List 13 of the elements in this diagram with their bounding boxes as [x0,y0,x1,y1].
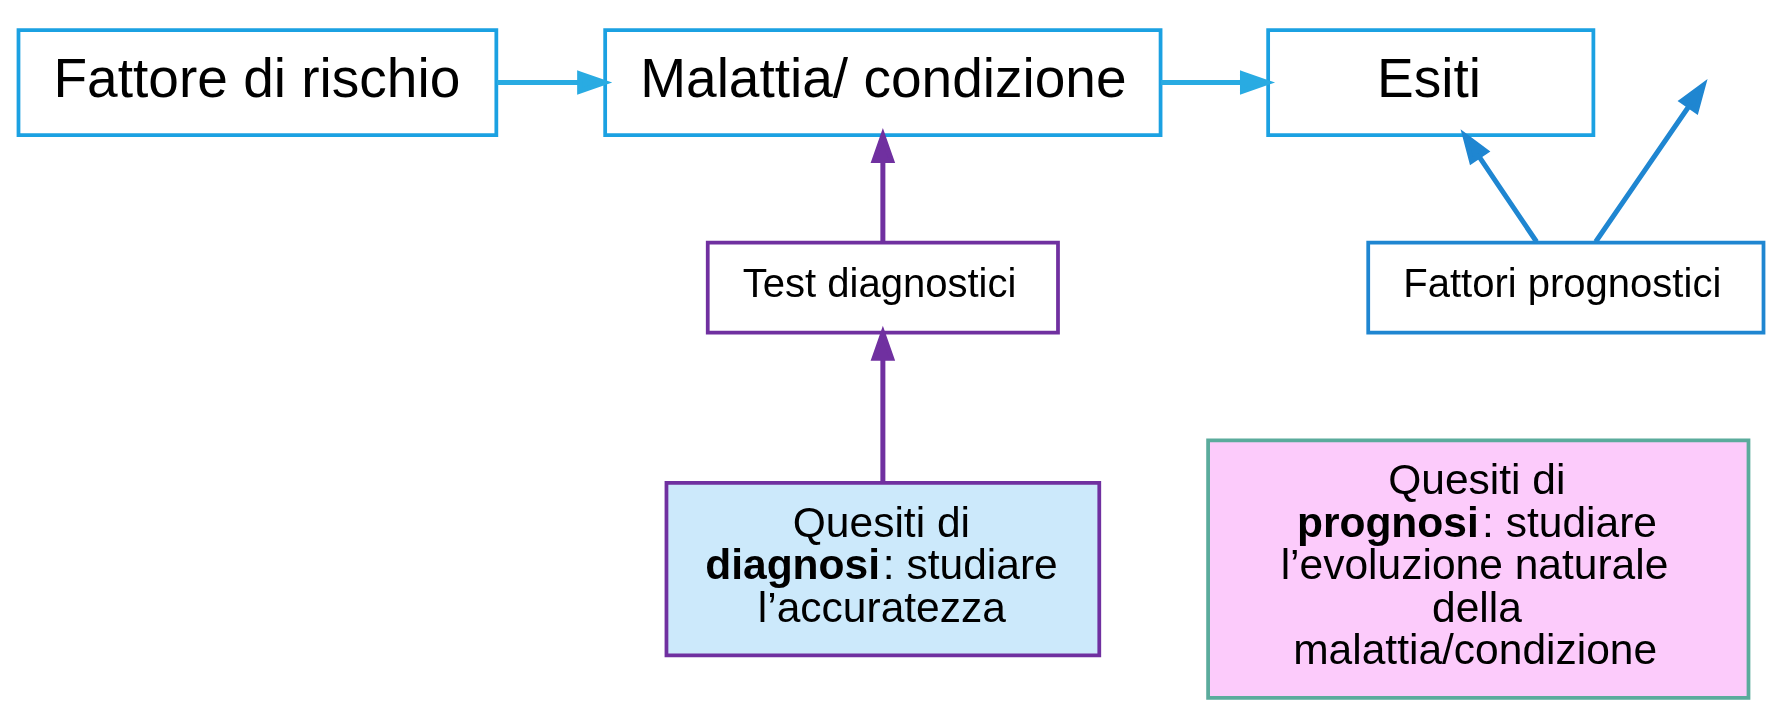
node-box: Test diagnostici [705,240,1060,335]
node-box: Fattori prognostici [1366,240,1766,335]
arrow [870,127,896,242]
arrow [496,69,613,95]
node-box: Esiti [1266,27,1596,137]
arrow [1161,69,1276,95]
node-box: Quesiti di prognosi: studiare l’evoluzione naturale della malattia/condizione [1206,437,1751,700]
node-box: Malattia/ condizione [603,27,1163,137]
node-box: Fattore di rischio [16,27,499,137]
node-box: Quesiti di diagnosi: studiare l’accuratezza [664,480,1102,657]
arrow [1460,128,1539,243]
arrow [1593,78,1708,243]
arrow [870,325,896,482]
